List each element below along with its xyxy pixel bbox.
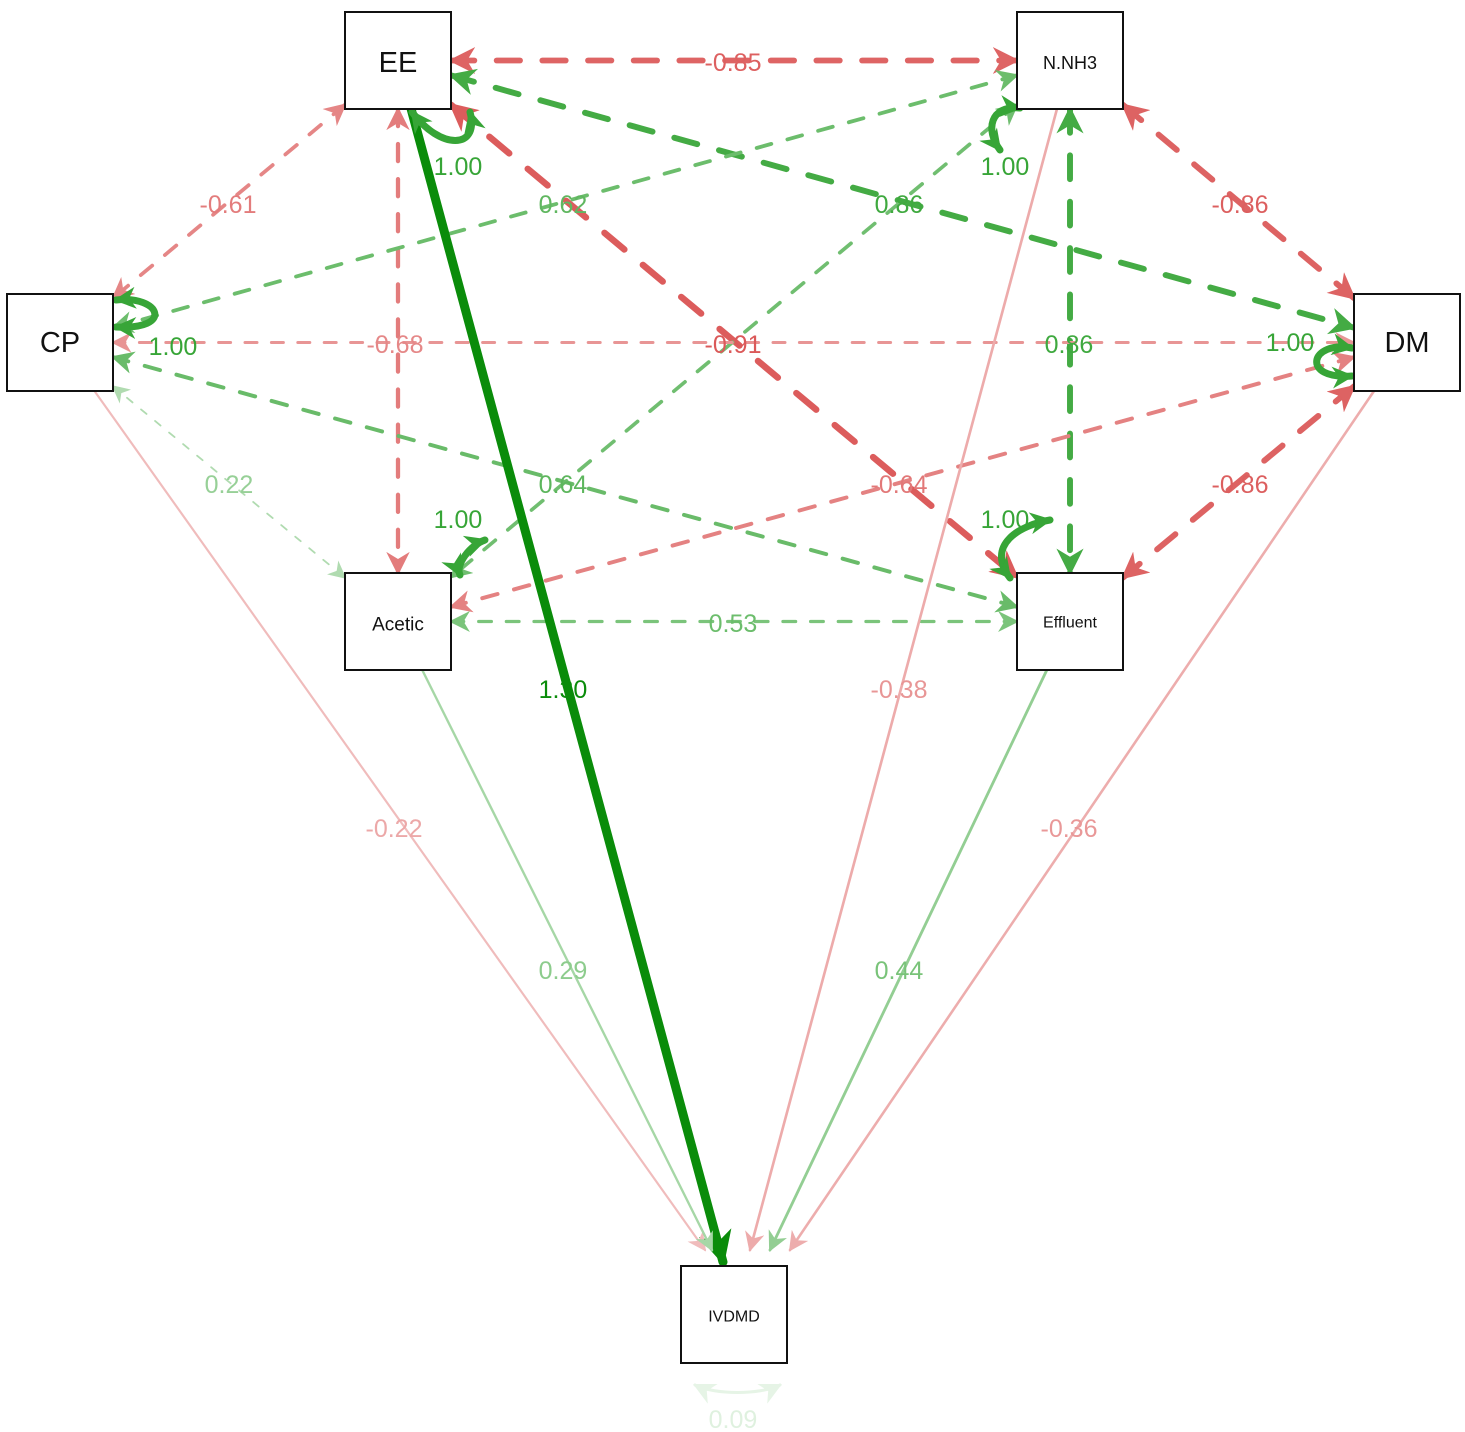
edge-cp-acetic — [111, 385, 347, 579]
edge-dm-ivdmd — [788, 389, 1376, 1252]
node-label-effluent: Effluent — [1043, 615, 1098, 632]
variance-loop-dm — [1313, 333, 1356, 389]
variance-loop-nnh3 — [979, 95, 1024, 154]
edge-label-cp-effluent: 0.64 — [539, 471, 588, 499]
edge-label-acetic-effluent: 0.53 — [709, 610, 758, 638]
nodes-layer: EE N.NH3 CP DM Acetic Effluent IVDMD — [6, 11, 1461, 1364]
edge-label-dm-ivdmd: -0.36 — [1041, 815, 1098, 843]
variance-loop-ivdmd — [693, 1383, 782, 1404]
node-ee: EE — [344, 11, 452, 110]
edge-acetic-ivdmd — [421, 668, 714, 1252]
variance-label-effluent: 1.00 — [981, 506, 1030, 534]
node-label-acetic: Acetic — [372, 615, 424, 636]
variance-label-cp: 1.00 — [149, 333, 198, 361]
edges-layer — [93, 47, 1376, 1267]
variance-label-ivdmd: 0.09 — [709, 1406, 758, 1432]
edge-ee-ivdmd — [406, 104, 732, 1267]
node-label-dm: DM — [1384, 327, 1429, 359]
edge-cp-ivdmd — [93, 389, 707, 1252]
edge-label-ee-ivdmd: 1.30 — [539, 676, 588, 704]
variance-label-ee: 1.00 — [434, 153, 483, 181]
edge-nnh3-cp — [110, 69, 1020, 334]
edge-nnh3-ivdmd — [745, 107, 1059, 1252]
edge-label-nnh3-dm: -0.86 — [1212, 191, 1269, 219]
node-label-ivdmd: IVDMD — [708, 1309, 760, 1326]
edge-label-acetic-ivdmd: 0.29 — [539, 957, 588, 985]
node-acetic: Acetic — [344, 572, 452, 671]
edge-dm-acetic — [448, 351, 1357, 613]
variances-layer — [112, 95, 1356, 1404]
variance-label-dm: 1.00 — [1266, 329, 1315, 357]
edge-label-cp-dm: -0.68 — [367, 331, 424, 359]
edge-label-nnh3-ivdmd: -0.38 — [871, 676, 928, 704]
edge-label-ee-dm: 0.86 — [875, 191, 924, 219]
edge-effluent-ivdmd — [768, 668, 1049, 1252]
node-label-ee: EE — [379, 47, 418, 79]
edge-label-cp-ivdmd: -0.22 — [366, 815, 423, 843]
edge-dm-effluent — [1120, 383, 1357, 581]
variance-loop-effluent — [989, 512, 1054, 582]
variance-label-nnh3: 1.00 — [981, 153, 1030, 181]
node-dm: DM — [1353, 293, 1461, 392]
edge-label-nnh3-cp: 0.62 — [539, 191, 588, 219]
edge-nnh3-acetic — [449, 102, 1019, 580]
edge-label-nnh3-effluent: 0.86 — [1045, 331, 1094, 359]
edge-label-ee-cp: -0.61 — [200, 191, 257, 219]
node-nnh3: N.NH3 — [1016, 11, 1124, 110]
edge-nnh3-dm — [1120, 101, 1357, 302]
node-ivdmd: IVDMD — [680, 1265, 788, 1364]
variance-loop-acetic — [441, 535, 489, 579]
edge-label-dm-effluent: -0.86 — [1212, 471, 1269, 499]
node-label-cp: CP — [40, 327, 80, 359]
variance-loop-cp — [112, 286, 159, 339]
node-cp: CP — [6, 293, 114, 392]
variance-loop-ee — [408, 108, 486, 144]
edge-label-cp-acetic: 0.22 — [205, 471, 254, 499]
node-effluent: Effluent — [1016, 572, 1124, 671]
edge-label-ee-nnh3: -0.85 — [705, 49, 762, 77]
variance-label-acetic: 1.00 — [434, 506, 483, 534]
edge-label-ee-effluent: -0.91 — [705, 331, 762, 359]
edge-label-dm-acetic: -0.64 — [871, 471, 928, 499]
node-label-nnh3: N.NH3 — [1043, 53, 1097, 73]
edge-labels-layer: -0.85 -0.61 0.86 -0.91 0.62 -0.86 0.86 -0.68 0.6… — [149, 49, 1315, 1432]
edge-label-effluent-ivdmd: 0.44 — [875, 957, 924, 985]
